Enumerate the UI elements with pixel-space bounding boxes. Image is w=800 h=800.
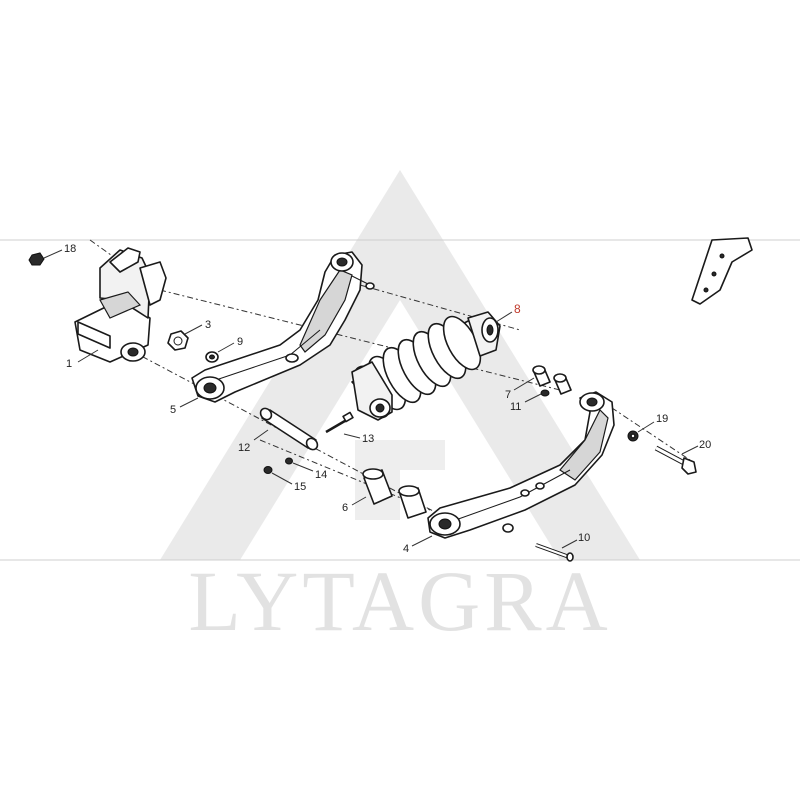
watermark-logo: LYTAGRA (160, 170, 640, 649)
part-7-bushings[interactable] (532, 365, 572, 395)
part-1-bracket[interactable] (74, 247, 167, 363)
part-6-spacers[interactable] (362, 468, 427, 519)
svg-text:15: 15 (294, 481, 306, 493)
svg-text:18: 18 (64, 243, 76, 255)
svg-text:12: 12 (238, 442, 250, 454)
callout-1: 1 (66, 349, 99, 370)
svg-text:3: 3 (205, 319, 211, 331)
part-14-washer[interactable] (285, 457, 293, 465)
part-10-pin[interactable] (535, 543, 574, 562)
svg-text:1: 1 (66, 358, 72, 370)
part-12-pin[interactable] (258, 406, 319, 452)
callout-5: 5 (170, 397, 199, 416)
svg-text:5: 5 (170, 404, 176, 416)
watermark-text: LYTAGRA (188, 553, 611, 649)
callout-3: 3 (184, 319, 211, 335)
svg-text:10: 10 (578, 532, 590, 544)
part-18-nut[interactable] (28, 252, 45, 266)
svg-text:9: 9 (237, 336, 243, 348)
callout-11: 11 (510, 393, 542, 413)
callout-13: 13 (343, 433, 374, 445)
part-13-bolt[interactable] (325, 411, 354, 434)
part-4-lower-arm[interactable] (427, 391, 615, 539)
svg-text:8: 8 (514, 302, 521, 316)
svg-text:19: 19 (656, 413, 668, 425)
callout-4: 4 (403, 535, 433, 555)
svg-text:6: 6 (342, 502, 348, 514)
callout-9: 9 (217, 336, 243, 353)
callout-18: 18 (43, 243, 76, 259)
part-3-nut[interactable] (167, 330, 189, 351)
part-20-bolt[interactable] (654, 445, 697, 475)
svg-text:20: 20 (699, 439, 711, 451)
svg-text:14: 14 (315, 469, 327, 481)
callout-6: 6 (342, 496, 367, 514)
part-19-washer[interactable] (627, 430, 639, 442)
track-fragment (691, 237, 753, 305)
callout-12: 12 (238, 429, 269, 454)
part-8-spring-tensioner[interactable] (346, 311, 501, 423)
callout-19: 19 (637, 413, 668, 433)
part-15-nut[interactable] (263, 466, 273, 474)
part-9-washer[interactable] (205, 351, 219, 363)
callout-10: 10 (561, 532, 590, 549)
callout-20: 20 (681, 439, 711, 455)
svg-text:4: 4 (403, 543, 409, 555)
svg-text:7: 7 (505, 389, 511, 401)
svg-text:13: 13 (362, 433, 374, 445)
part-11-washer[interactable] (540, 389, 550, 397)
callout-14: 14 (292, 462, 327, 481)
part-5-upper-arm[interactable] (191, 251, 375, 403)
svg-text:11: 11 (510, 401, 521, 413)
callout-8: 8 (495, 302, 521, 323)
callout-7: 7 (505, 377, 535, 401)
callout-15: 15 (271, 472, 306, 493)
